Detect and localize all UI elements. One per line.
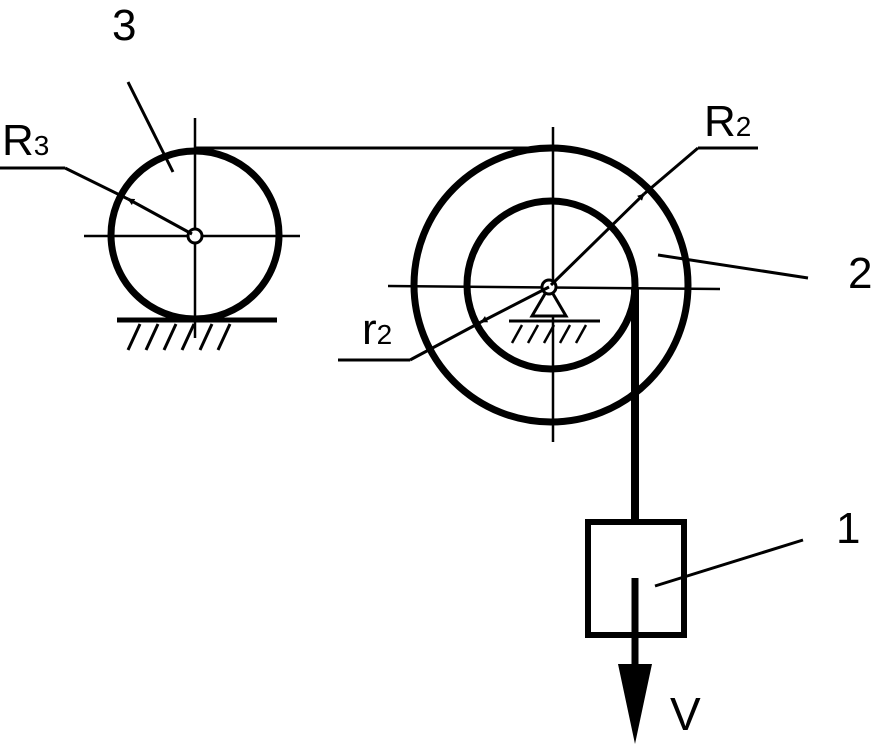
R3-label-subscript: 3: [34, 130, 50, 161]
body-3-label: 3: [112, 1, 136, 50]
wheel-3: [0, 81, 300, 338]
ground-hatch: [198, 323, 214, 351]
r2-label: r2: [362, 305, 392, 354]
r2-label-subscript: 2: [377, 319, 393, 350]
load-1: [585, 519, 804, 744]
pulley-2-inner-rim: [463, 197, 639, 373]
r3-leader-line: [64, 166, 129, 201]
body-2-label: 2: [848, 249, 872, 298]
ground-hatch: [180, 323, 196, 351]
ground-hatch: [144, 323, 160, 351]
r2-leader-line: [409, 320, 482, 362]
R2-leader-line: [643, 146, 699, 196]
support-hatch: [558, 324, 572, 344]
support-hatch: [574, 324, 588, 344]
R2-label: R2: [704, 97, 751, 146]
R2-radius-arrow: [549, 192, 646, 287]
body-1-label: 1: [836, 504, 860, 553]
r2-radius-arrow: [480, 285, 550, 324]
ground-hatch: [126, 323, 142, 351]
R2-label-main: R: [704, 97, 736, 146]
support-hatch: [510, 324, 524, 344]
wheel-3-center: [186, 227, 204, 245]
ground-hatch: [162, 323, 178, 351]
support-hatch: [526, 324, 540, 344]
R3-label-main: R: [2, 116, 34, 165]
pin-support-triangle: [529, 284, 569, 318]
support-hatch: [542, 324, 556, 344]
velocity-label: V: [670, 688, 701, 740]
body-1-leader-line: [654, 538, 804, 588]
pulley-2: [338, 127, 809, 442]
r3-radius-arrow: [127, 197, 193, 236]
ground-hatch: [216, 323, 232, 351]
ground-support: [117, 317, 277, 351]
R3-label: R3: [2, 116, 49, 165]
body-3-leader-line: [126, 81, 175, 173]
velocity-arrowhead: [618, 664, 652, 744]
R2-label-subscript: 2: [736, 111, 752, 142]
body-2-leader-line: [657, 253, 809, 280]
r2-label-main: r: [362, 305, 377, 354]
